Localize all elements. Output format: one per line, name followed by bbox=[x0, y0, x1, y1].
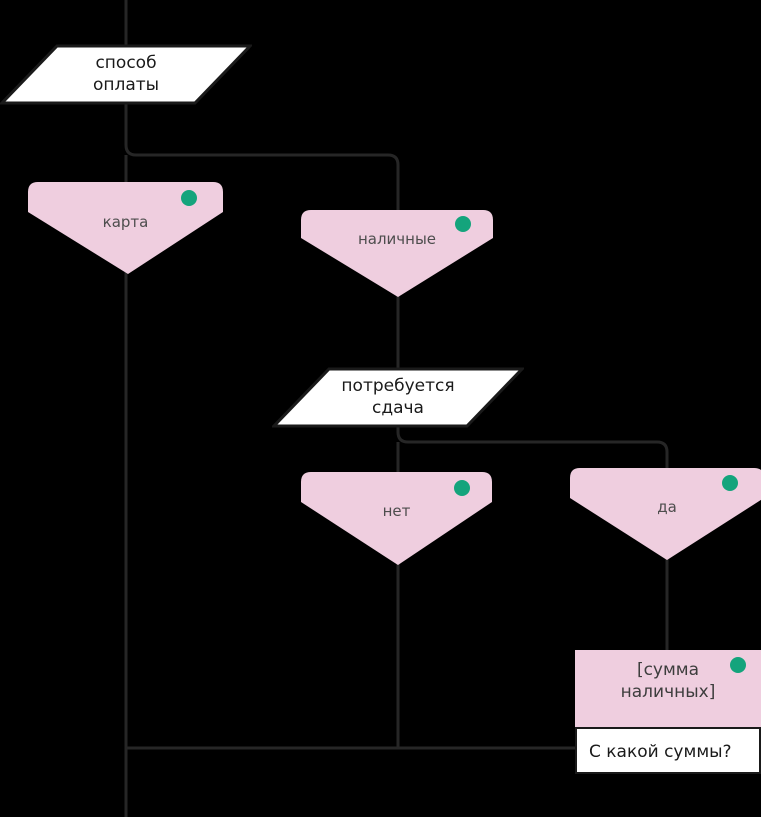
node-no[interactable]: нет bbox=[301, 472, 492, 565]
branch-shape bbox=[301, 472, 492, 565]
node-cash[interactable]: наличные bbox=[301, 210, 493, 297]
parallelogram-shape bbox=[0, 44, 252, 105]
status-dot-icon bbox=[454, 480, 470, 496]
status-dot-icon bbox=[181, 190, 197, 206]
branch-shape bbox=[570, 468, 761, 560]
node-which-amount[interactable]: С какой суммы? bbox=[575, 727, 761, 774]
node-yes[interactable]: да bbox=[570, 468, 761, 560]
node-cash-amount[interactable]: [сумма наличных] bbox=[575, 650, 761, 728]
status-dot-icon bbox=[730, 657, 746, 673]
node-card[interactable]: карта bbox=[28, 182, 223, 274]
node-payment-method[interactable]: способ оплаты bbox=[0, 44, 252, 105]
branch-shape bbox=[28, 182, 223, 274]
node-which-amount-label: С какой суммы? bbox=[589, 742, 732, 762]
edge-branch-2 bbox=[396, 431, 669, 470]
node-change-needed[interactable]: потребуется сдача bbox=[272, 367, 524, 428]
parallelogram-shape bbox=[272, 367, 524, 428]
status-dot-icon bbox=[455, 216, 471, 232]
branch-shape bbox=[301, 210, 493, 297]
status-dot-icon bbox=[722, 475, 738, 491]
